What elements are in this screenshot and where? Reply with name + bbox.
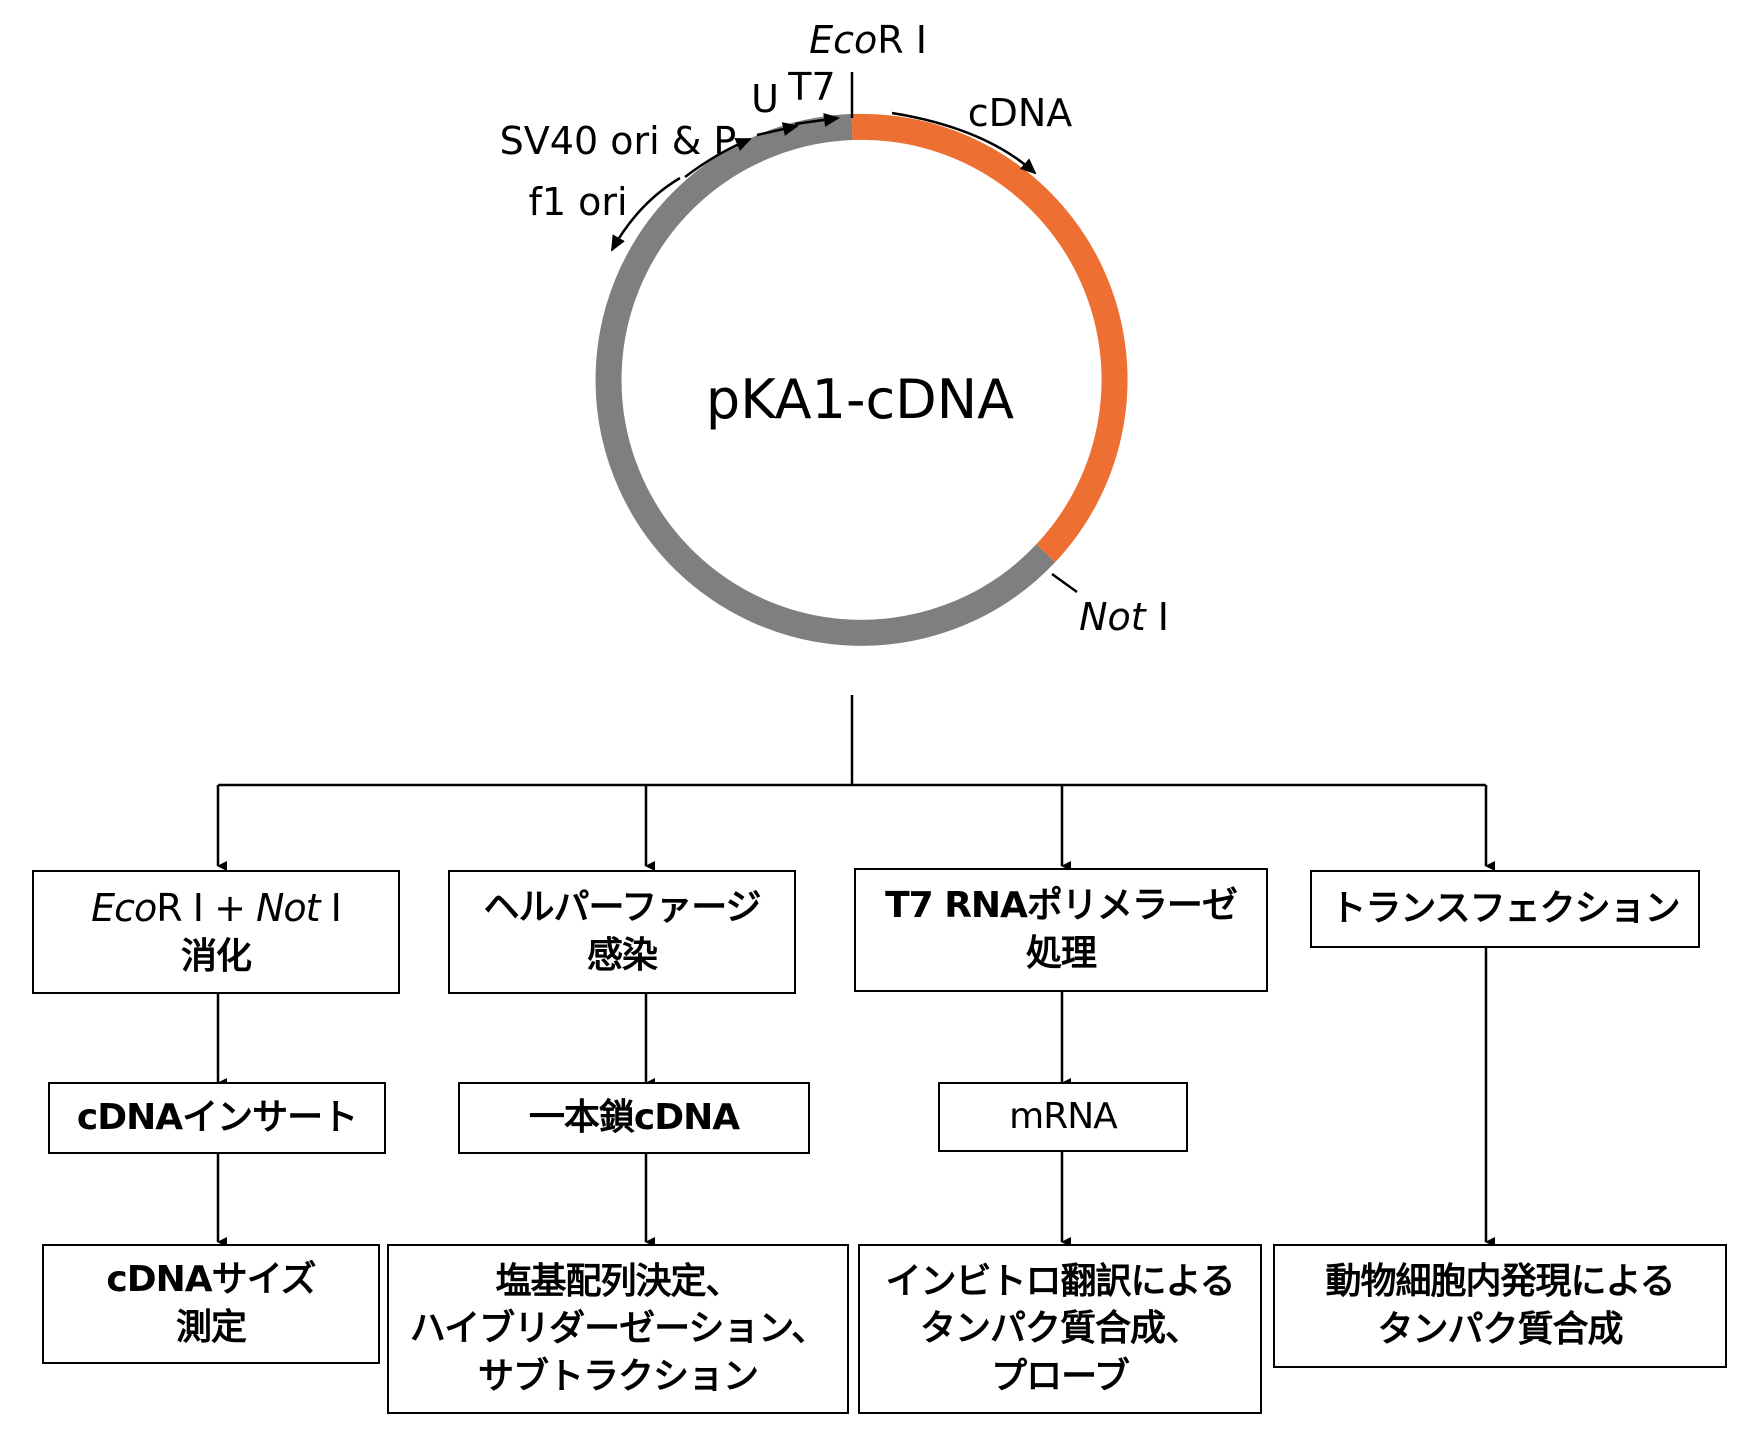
col3-translation-box: インビトロ翻訳による タンパク質合成、 プローブ <box>858 1244 1262 1414</box>
flow-connectors <box>216 695 1495 1247</box>
col1-step1-line2: 消化 <box>180 936 252 978</box>
col3-mrna-box: mRNA <box>938 1082 1188 1152</box>
col4-transfection-box: トランスフェクション <box>1310 870 1700 948</box>
cdna-arrow <box>891 111 1037 175</box>
ecori-label: EcoR I <box>809 18 927 62</box>
col1-cdna-insert-box: cDNAインサート <box>48 1082 386 1154</box>
col2-ss-cdna-box: 一本鎖cDNA <box>458 1082 810 1154</box>
col2-sequencing-box: 塩基配列決定、 ハイブリダーゼーション、 サブトラクション <box>387 1244 849 1414</box>
plasmid-map: pKA1-cDNA EcoR I T7 U SV40 ori & P f1 or… <box>500 18 1169 646</box>
plasmid-backbone <box>595 114 1056 646</box>
noti-label: Not I <box>1079 595 1169 639</box>
u-arrow <box>756 122 799 137</box>
cdna-label: cDNA <box>968 91 1073 135</box>
col1-size-box: cDNAサイズ 測定 <box>42 1244 380 1364</box>
noti-site-tick <box>1051 572 1078 594</box>
u-label: U <box>751 77 779 121</box>
col1-digest-box: EcoR I + Not I 消化 <box>32 870 400 994</box>
cdna-insert-arc <box>851 113 1128 563</box>
col3-t7-polymerase-box: T7 RNAポリメラーゼ 処理 <box>854 868 1268 992</box>
plasmid-name: pKA1-cDNA <box>706 368 1014 431</box>
t7-label: T7 <box>787 65 835 109</box>
f1-label: f1 ori <box>528 180 627 224</box>
col2-helper-phage-box: ヘルパーファージ 感染 <box>448 870 796 994</box>
sv40-label: SV40 ori & P <box>500 119 737 163</box>
f1-arrow <box>610 176 681 252</box>
col4-expression-box: 動物細胞内発現による タンパク質合成 <box>1273 1244 1727 1368</box>
sv40-arrow <box>684 137 752 178</box>
t7-arrow <box>794 113 840 127</box>
